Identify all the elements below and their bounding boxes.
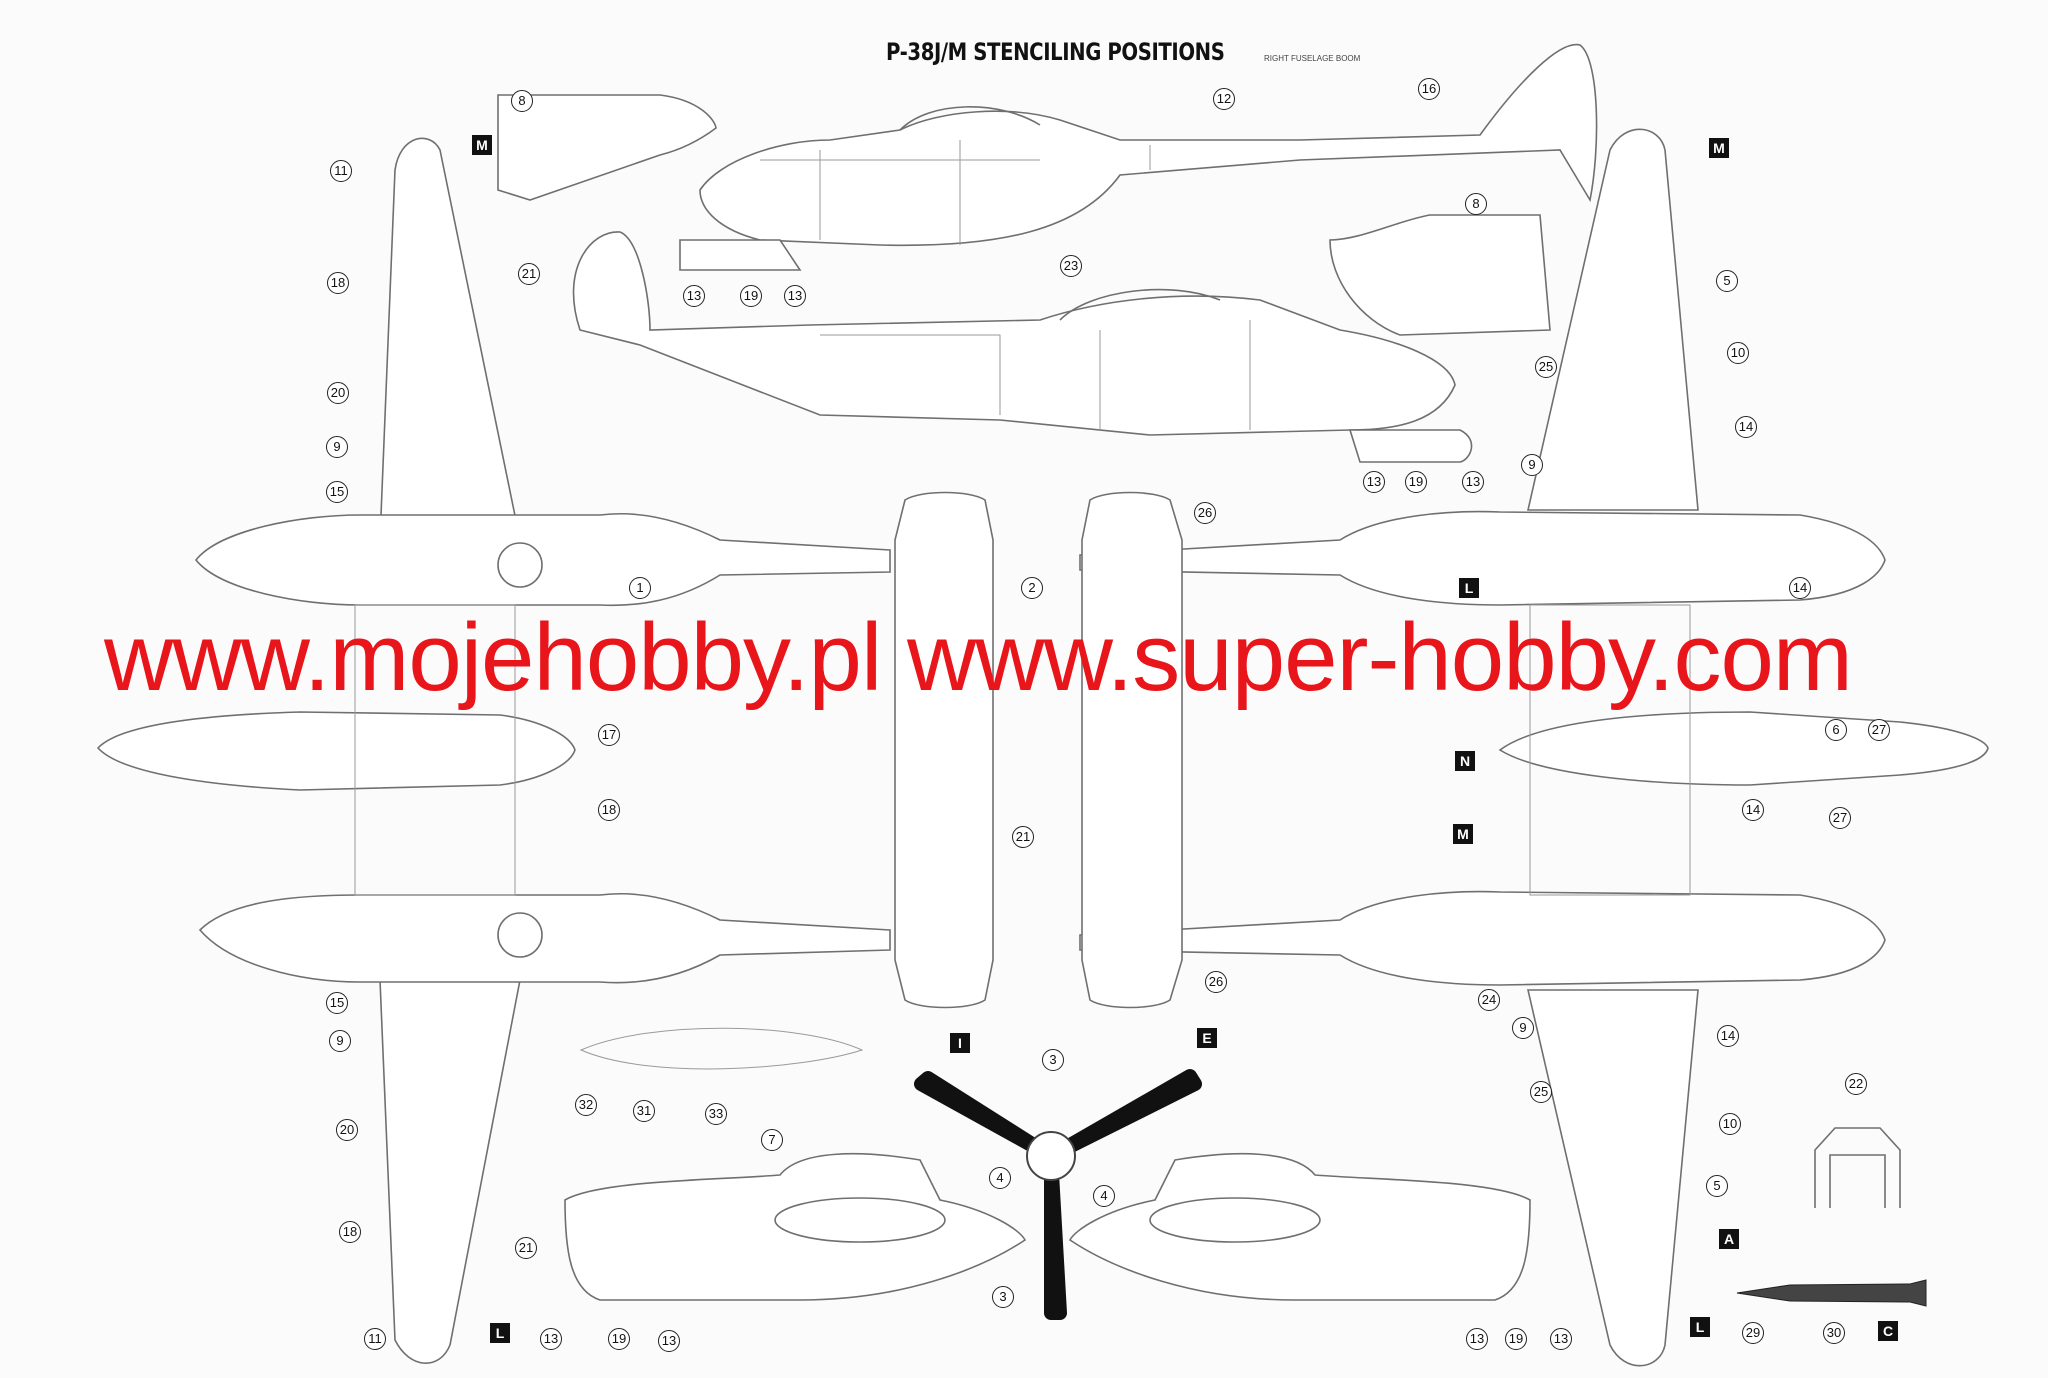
callout-number: 5: [1716, 270, 1738, 292]
side-view-lower: [572, 231, 1473, 463]
callout-number: 1: [629, 577, 651, 599]
callout-number: 26: [1205, 971, 1227, 993]
callout-number: 14: [1717, 1025, 1739, 1047]
callout-number: 4: [1093, 1185, 1115, 1207]
callout-number: 15: [326, 481, 348, 503]
letter-marker: E: [1197, 1028, 1217, 1048]
callout-number: 14: [1735, 416, 1757, 438]
callout-number: 9: [326, 436, 348, 458]
callout-number: 11: [364, 1328, 386, 1350]
callout-number: 16: [1418, 78, 1440, 100]
callout-number: 8: [511, 90, 533, 112]
callout-number: 15: [326, 992, 348, 1014]
callout-number: 13: [1466, 1328, 1488, 1350]
callout-number: 9: [329, 1030, 351, 1052]
callout-number: 18: [339, 1221, 361, 1243]
plan-view-right: [1079, 128, 1989, 1367]
callout-number: 18: [327, 272, 349, 294]
callout-number: 23: [1060, 255, 1082, 277]
callout-number: 13: [1550, 1328, 1572, 1350]
letter-marker: L: [1459, 578, 1479, 598]
callout-number: 27: [1829, 807, 1851, 829]
callout-number: 21: [515, 1237, 537, 1259]
callout-number: 7: [761, 1129, 783, 1151]
watermark: www.mojehobby.pl www.super-hobby.com: [104, 604, 1853, 711]
callout-number: 18: [598, 799, 620, 821]
letter-marker: A: [1719, 1229, 1739, 1249]
nose-side-views: [564, 1152, 1531, 1301]
callout-number: 21: [1012, 826, 1034, 848]
callout-number: 21: [518, 263, 540, 285]
propeller: [914, 1069, 1202, 1320]
callout-number: 27: [1868, 719, 1890, 741]
callout-number: 13: [1462, 471, 1484, 493]
callout-number: 2: [1021, 577, 1043, 599]
right-fuselage-boom-label: RIGHT FUSELAGE BOOM: [1264, 54, 1361, 63]
callout-number: 4: [989, 1167, 1011, 1189]
callout-number: 22: [1845, 1073, 1867, 1095]
plan-view-left: [96, 137, 994, 1364]
letter-marker: I: [950, 1033, 970, 1053]
letter-marker: N: [1455, 751, 1475, 771]
callout-number: 11: [330, 160, 352, 182]
letter-marker: L: [1690, 1317, 1710, 1337]
callout-number: 13: [658, 1330, 680, 1352]
callout-number: 8: [1465, 193, 1487, 215]
callout-number: 9: [1521, 454, 1543, 476]
drop-tank: [1736, 1279, 1927, 1307]
callout-number: 5: [1706, 1175, 1728, 1197]
callout-number: 19: [1505, 1328, 1527, 1350]
callout-number: 13: [683, 285, 705, 307]
callout-number: 19: [1405, 471, 1427, 493]
letter-marker: L: [490, 1323, 510, 1343]
page-title: P-38J/M STENCILING POSITIONS: [886, 38, 1225, 66]
callout-number: 20: [336, 1119, 358, 1141]
callout-number: 31: [633, 1100, 655, 1122]
callout-number: 6: [1825, 719, 1847, 741]
callout-number: 20: [327, 382, 349, 404]
airfoil-profile: [579, 1027, 864, 1070]
callout-number: 13: [784, 285, 806, 307]
callout-number: 32: [575, 1094, 597, 1116]
callout-number: 14: [1742, 799, 1764, 821]
callout-number: 13: [1363, 471, 1385, 493]
callout-number: 29: [1742, 1322, 1764, 1344]
callout-number: 30: [1823, 1322, 1845, 1344]
callout-number: 25: [1535, 356, 1557, 378]
callout-number: 3: [1042, 1049, 1064, 1071]
side-view-upper: [497, 43, 1598, 336]
callout-number: 12: [1213, 88, 1235, 110]
letter-marker: C: [1878, 1321, 1898, 1341]
callout-number: 10: [1727, 342, 1749, 364]
callout-number: 26: [1194, 502, 1216, 524]
callout-number: 19: [740, 285, 762, 307]
callout-number: 33: [705, 1103, 727, 1125]
callout-number: 10: [1719, 1113, 1741, 1135]
callout-number: 25: [1530, 1081, 1552, 1103]
callout-number: 9: [1512, 1017, 1534, 1039]
part-22: [1814, 1127, 1901, 1208]
letter-marker: M: [1709, 138, 1729, 158]
callout-number: 13: [540, 1328, 562, 1350]
callout-number: 14: [1789, 577, 1811, 599]
callout-number: 24: [1478, 989, 1500, 1011]
callout-number: 3: [992, 1286, 1014, 1308]
letter-marker: M: [1453, 824, 1473, 844]
callout-number: 17: [598, 724, 620, 746]
callout-number: 19: [608, 1328, 630, 1350]
letter-marker: M: [472, 135, 492, 155]
